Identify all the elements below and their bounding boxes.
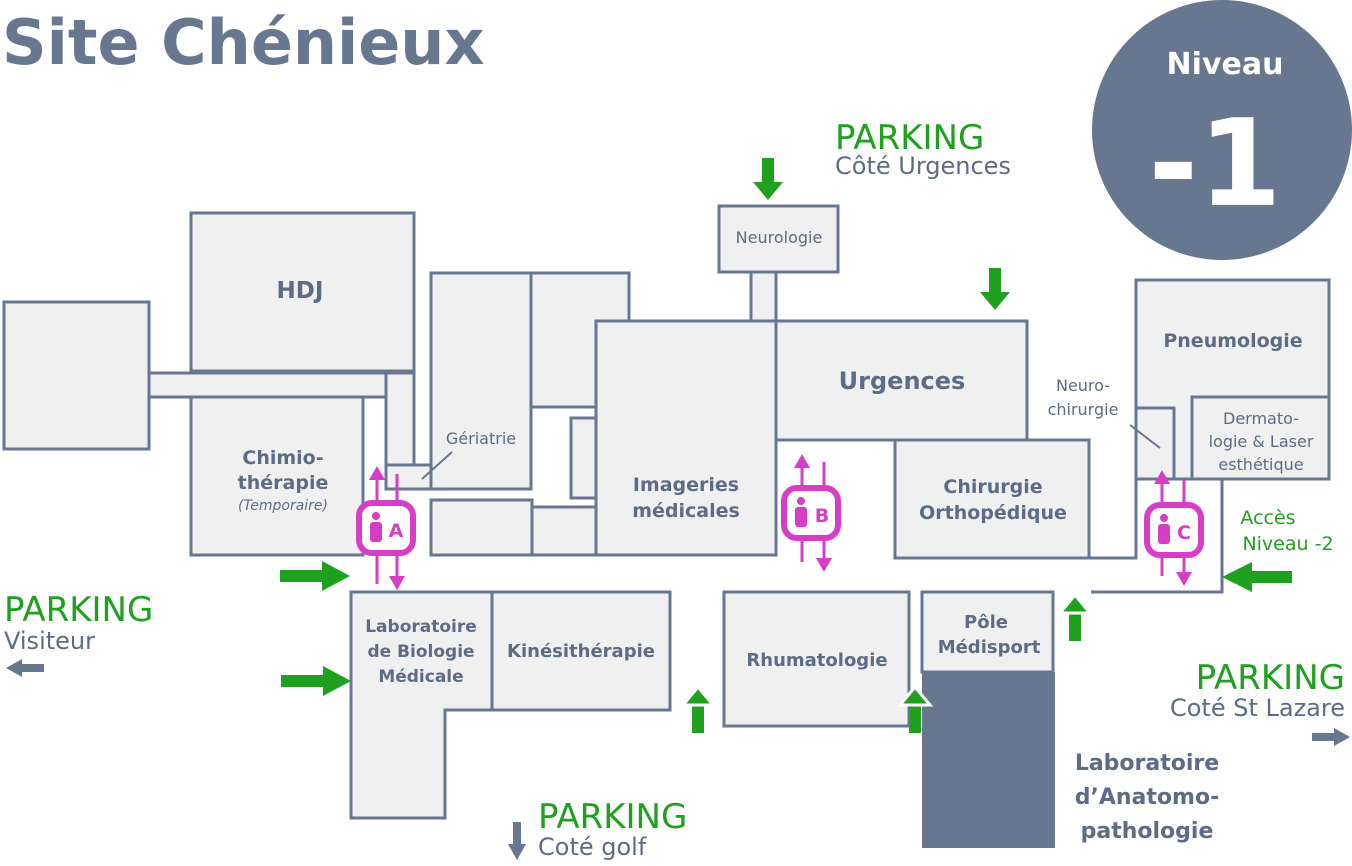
room-kine bbox=[490, 590, 672, 712]
parking-golf-title: PARKING bbox=[538, 797, 687, 837]
label-anapath-1: Laboratoire bbox=[1075, 751, 1219, 776]
arrow-down-icon bbox=[508, 822, 526, 860]
elevator-b-icon: B bbox=[781, 454, 841, 572]
label-hdj: HDJ bbox=[277, 278, 324, 304]
label-rhumato: Rhumatologie bbox=[746, 650, 887, 671]
room-dermatologie bbox=[1190, 395, 1331, 481]
room-geriatrie bbox=[429, 271, 533, 491]
parking-urgences-sub: Côté Urgences bbox=[835, 152, 1011, 180]
label-chirurgie-1: Chirurgie bbox=[943, 476, 1042, 498]
parking-st-lazare-title: PARKING bbox=[1196, 658, 1345, 698]
leader-geriatrie bbox=[421, 451, 453, 480]
elevator-c-icon: C bbox=[1144, 470, 1204, 586]
elevator-c-label: C bbox=[1177, 522, 1191, 544]
acces-niveau-line2: Niveau -2 bbox=[1242, 533, 1333, 555]
elevator-a-label: A bbox=[389, 520, 404, 542]
entrance-arrow-up-icon bbox=[681, 685, 715, 735]
arrow-right-icon bbox=[1312, 728, 1350, 746]
entrance-arrow-down-icon bbox=[980, 268, 1010, 310]
label-imageries-1: Imageries bbox=[633, 474, 739, 496]
level-label: Niveau bbox=[1167, 47, 1284, 82]
label-labo-bio-3: Médicale bbox=[378, 667, 463, 687]
room-neurologie bbox=[717, 204, 840, 274]
label-anapath-3: pathologie bbox=[1081, 819, 1214, 844]
room-chimio bbox=[189, 395, 365, 557]
room-rhumato bbox=[722, 590, 911, 728]
room-unnamed-narrow bbox=[569, 416, 598, 500]
wall-acces-niveau bbox=[1091, 479, 1224, 594]
room-hdj bbox=[189, 211, 416, 373]
room-unnamed-south-2 bbox=[530, 505, 598, 557]
room-urgences bbox=[774, 319, 1029, 442]
entrance-arrow-up-icon bbox=[1058, 593, 1092, 643]
label-neurochir-1: Neuro- bbox=[1056, 376, 1110, 395]
parking-st-lazare-sub: Coté St Lazare bbox=[1170, 694, 1345, 722]
corridor-vertical-a bbox=[384, 371, 416, 473]
entrance-arrow-left-icon bbox=[1222, 562, 1292, 592]
label-dermato-2: logie & Laser bbox=[1209, 432, 1314, 451]
wall-east-link bbox=[1089, 478, 1138, 560]
corridor-neurologie bbox=[749, 270, 778, 323]
parking-golf-sub: Coté golf bbox=[538, 833, 647, 861]
label-chimio-1: Chimio- bbox=[242, 447, 323, 469]
label-dermato-1: Dermato- bbox=[1223, 409, 1299, 428]
building bbox=[2, 204, 1331, 848]
label-chimio-2: thérapie bbox=[238, 472, 329, 494]
level-badge bbox=[1092, 0, 1352, 260]
label-geriatrie: Gériatrie bbox=[446, 429, 516, 448]
label-imageries-2: médicales bbox=[632, 500, 740, 522]
room-unnamed-west bbox=[2, 300, 151, 451]
elevator-b-label: B bbox=[815, 505, 829, 527]
site-title: Site Chénieux bbox=[2, 6, 484, 79]
entrance-arrow-down-icon bbox=[753, 158, 783, 200]
label-chimio-note: (Temporaire) bbox=[238, 498, 328, 514]
parking-urgences-title: PARKING bbox=[835, 118, 984, 158]
label-chirurgie-2: Orthopédique bbox=[919, 502, 1067, 524]
label-labo-bio-1: Laboratoire bbox=[365, 617, 477, 637]
label-labo-bio-2: de Biologie bbox=[367, 642, 474, 662]
label-anapath-2: d’Anatomo- bbox=[1075, 785, 1219, 810]
arrow-left-icon bbox=[6, 659, 44, 677]
room-anapath bbox=[922, 672, 1055, 848]
label-pole-2: Médisport bbox=[938, 637, 1041, 658]
corridor-west bbox=[147, 371, 393, 399]
room-imageries bbox=[594, 319, 778, 557]
parking-visiteur-title: PARKING bbox=[4, 590, 153, 630]
label-kine: Kinésithérapie bbox=[507, 641, 655, 662]
level-value: -1 bbox=[1148, 95, 1281, 234]
entrance-arrow-right-icon bbox=[281, 666, 351, 696]
label-urgences: Urgences bbox=[839, 367, 966, 395]
label-neurochir-2: chirurgie bbox=[1048, 400, 1119, 419]
parking-visiteur-sub: Visiteur bbox=[4, 627, 95, 655]
room-pole-medisport bbox=[920, 590, 1055, 674]
label-neurologie: Neurologie bbox=[736, 228, 823, 247]
label-dermato-3: esthétique bbox=[1218, 455, 1303, 474]
elevator-a-icon: A bbox=[356, 466, 416, 590]
entrance-arrow-right-icon bbox=[280, 561, 350, 591]
leader-neurochirurgie bbox=[1129, 424, 1161, 449]
label-pole-1: Pôle bbox=[964, 612, 1008, 633]
label-pneumologie: Pneumologie bbox=[1163, 330, 1302, 352]
room-unnamed-south-1 bbox=[429, 498, 534, 557]
room-chirurgie bbox=[893, 438, 1091, 560]
acces-niveau-line1: Accès bbox=[1240, 507, 1295, 529]
